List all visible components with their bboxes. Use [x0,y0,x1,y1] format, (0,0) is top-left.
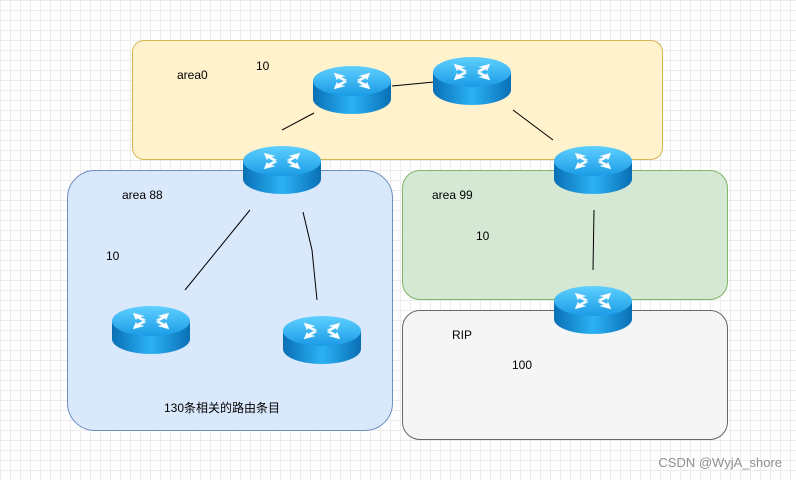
area0-label: area0 [177,68,208,82]
area88-note: 130条相关的路由条目 [164,401,281,415]
link-r3-r5 [184,209,251,291]
rip-cost: 100 [512,358,533,372]
link-r4-r7 [592,209,595,271]
rip-region [402,310,728,440]
area88-cost: 10 [106,249,120,263]
router-icon[interactable] [432,54,512,108]
router-icon[interactable] [553,143,633,197]
link-r1-r3 [281,112,315,131]
area88-label: area 88 [122,188,163,202]
area99-label: area 99 [432,188,473,202]
area0-region [132,40,663,160]
router-icon[interactable] [312,63,392,117]
rip-label: RIP [452,328,473,342]
area0-cost: 10 [256,59,270,73]
link-r1-r2 [391,81,435,87]
router-icon[interactable] [282,313,362,367]
router-icon[interactable] [553,283,633,337]
link-r2-r4 [512,109,554,141]
router-icon[interactable] [242,143,322,197]
watermark: CSDN @WyjA_shore [658,455,782,470]
area88-region [67,170,393,431]
router-icon[interactable] [111,303,191,357]
link-r3-r6 [302,211,318,301]
area99-cost: 10 [476,229,490,243]
